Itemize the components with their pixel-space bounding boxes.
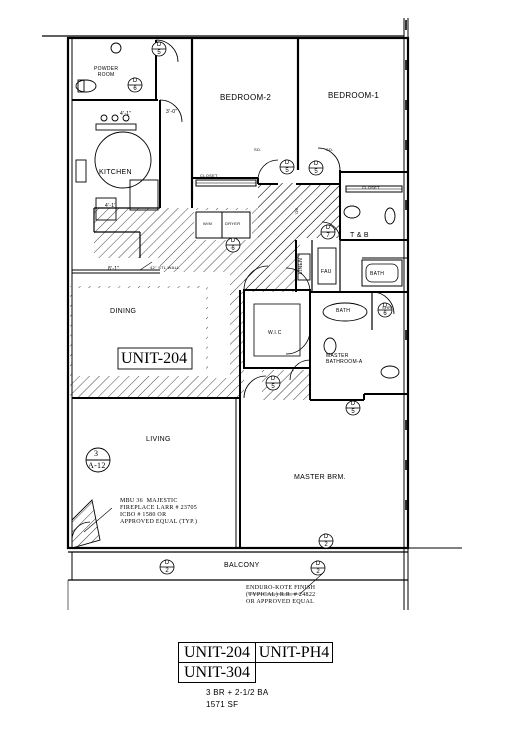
label-fau: FAU — [321, 269, 332, 275]
dimension-label: 4'-1" — [120, 111, 132, 117]
door-tag-letter: D — [230, 238, 236, 244]
walls — [42, 18, 462, 610]
fireplace — [71, 499, 101, 549]
door-tag-number: 5 — [271, 384, 275, 390]
room-label-bedroom-1: BEDROOM-1 — [328, 91, 380, 100]
unit-area: 1571 SF — [206, 700, 239, 709]
room-label-wic: W.I.C — [268, 330, 282, 336]
door-tag-number: 2 — [165, 568, 169, 574]
room-label-living: LIVING — [146, 436, 171, 443]
section-reference — [85, 447, 111, 473]
dimension-label: 3'-0" — [166, 109, 178, 115]
door-tag-letter: D — [315, 561, 321, 567]
door-tag-letter: D — [313, 161, 319, 167]
room-label-dining: DINING — [110, 308, 137, 315]
label-shower: SHR — [382, 305, 392, 310]
room-label-master-brm: MASTER BRM. — [294, 474, 346, 481]
room-label-balcony: BALCONY — [224, 562, 260, 569]
door-tag-number: 5 — [351, 409, 355, 415]
room-label-tb: T & B — [350, 232, 369, 239]
door-tag-letter: D — [382, 303, 388, 309]
smoke-detector-label: SD. — [294, 208, 300, 216]
room-label-bath-master: BATH — [336, 308, 351, 314]
door-tag-letter: D — [156, 42, 162, 48]
door-tag-number: 6 — [383, 311, 387, 317]
door-tag-number: 6 — [231, 246, 235, 252]
door-tag-letter: D — [325, 225, 331, 231]
door-tag-letter: D — [284, 160, 290, 166]
label-wm: W/M — [203, 221, 213, 226]
room-label-bath-tb: BATH — [370, 271, 385, 277]
unit-table-cell: UNIT-PH4 — [255, 642, 333, 663]
label-closet-bedroom-2: CLOSET — [200, 173, 218, 178]
smoke-detector-label: SD. — [254, 147, 262, 152]
door-tag-number: 6 — [133, 86, 137, 92]
door-tag-letter: D — [132, 78, 138, 84]
note-enduro-kote: ENDURO-KOTE FINISH (TYPICAL) R.R. # 2482… — [246, 585, 316, 605]
smoke-detector-label: SD. — [326, 147, 334, 152]
fixtures — [75, 42, 400, 379]
room-label-kitchen: KITCHEN — [99, 169, 132, 176]
door-tag-letter: D — [350, 401, 356, 407]
label-dryer: DRYER — [225, 221, 241, 226]
room-label-powder-room: POWDER ROOM — [94, 66, 119, 78]
door-swings — [71, 39, 395, 541]
label-linen: LINEN — [298, 258, 304, 275]
door-tag-number: 5 — [314, 169, 318, 175]
door-tag-number: 5 — [157, 50, 161, 56]
door-tag-letter: D — [270, 376, 276, 382]
section-ref-sheet: A-12 — [88, 461, 106, 470]
door-tag-number: 2 — [316, 569, 320, 575]
unit-config: 3 BR + 2-1/2 BA — [206, 688, 269, 697]
label-closet-bedroom-1: CLOSET — [362, 185, 380, 190]
unit-label-frame — [117, 347, 193, 370]
door-tag-number: 7 — [326, 233, 330, 239]
door-tag-number: 2 — [324, 542, 328, 548]
leaders — [83, 261, 323, 595]
unit-label: UNIT-204 — [121, 350, 188, 367]
door-tag-group — [127, 41, 393, 576]
unit-table-cell: UNIT-304 — [178, 662, 256, 683]
half-wall-label: 42" STL WALL — [150, 265, 180, 270]
dimension-label: 8'-1" — [108, 266, 120, 272]
section-ref-number: 3 — [94, 449, 99, 458]
room-label-bedroom-2: BEDROOM-2 — [220, 93, 272, 102]
unit-table-cell: UNIT-204 — [178, 642, 256, 663]
note-fireplace: MBU 36 MAJESTIC FIREPLACE LARR # 23705 I… — [120, 498, 198, 525]
dimension-label: 4'-1" — [105, 203, 117, 209]
room-label-master-bathroom: MASTER BATHROOM-A — [326, 353, 363, 365]
door-tag-letter: D — [323, 534, 329, 540]
door-tag-number: 5 — [285, 168, 289, 174]
door-tag-letter: D — [164, 560, 170, 566]
